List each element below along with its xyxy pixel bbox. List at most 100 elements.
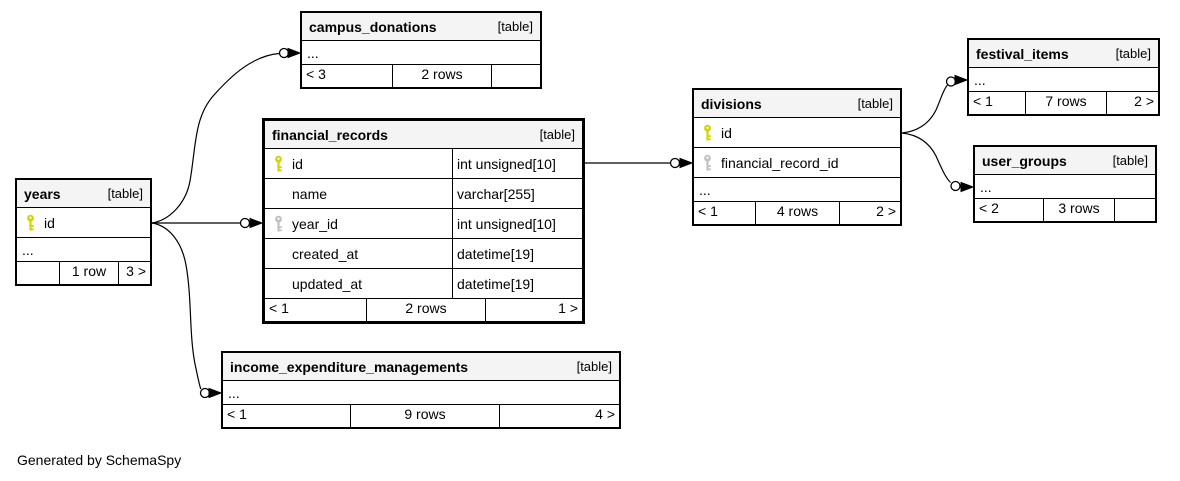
table-campus_donations[interactable]: campus_donations [table] ... < 3 2 rows <box>300 11 542 89</box>
zero-or-more-circle <box>199 387 211 399</box>
parents-count: < 1 <box>698 203 718 219</box>
column-name: name <box>292 185 328 202</box>
zero-or-more-circle <box>950 180 961 192</box>
table-badge: [table] <box>1112 153 1148 168</box>
arrowhead <box>249 217 264 229</box>
rows-count: 4 rows <box>755 202 840 224</box>
table-name: festival_items <box>976 45 1069 62</box>
table-header: years [table] <box>17 180 150 208</box>
column-row-id: id <box>694 118 900 148</box>
hidden-columns-ellipsis: ... <box>17 238 150 262</box>
hidden-columns-ellipsis: ... <box>223 381 619 405</box>
table-header: festival_items [table] <box>969 40 1158 68</box>
column-row-financial_record_id: financial_record_id <box>694 148 900 178</box>
table-header: financial_records [table] <box>265 121 582 149</box>
zero-or-more-circle <box>945 76 957 87</box>
column-name: financial_record_id <box>721 154 839 171</box>
children-count <box>1115 199 1155 221</box>
table-footer: 1 row 3 > <box>17 262 150 284</box>
foreign-key-icon <box>275 215 282 232</box>
column-row-updated_at: updated_at datetime[19] <box>265 269 582 299</box>
rows-count: 1 row <box>59 262 119 284</box>
foreign-key-icon <box>704 154 711 171</box>
table-badge: [table] <box>576 359 612 374</box>
parents-count: < 1 <box>973 93 993 109</box>
column-row-id: id <box>17 208 150 238</box>
table-badge: [table] <box>107 186 143 201</box>
zero-or-more-circle <box>278 47 290 59</box>
column-name: year_id <box>292 215 338 232</box>
relationship-years-financial_records <box>152 217 264 229</box>
zero-or-more-circle <box>239 217 251 229</box>
relationship-years-income_expenditure_managements <box>151 222 223 399</box>
relationship-divisions-festival_items <box>901 74 969 134</box>
table-years[interactable]: years [table] id ... 1 row 3 > <box>15 178 152 286</box>
parents-count: < 2 <box>979 200 999 216</box>
parents-count: < 3 <box>306 66 326 82</box>
arrowhead <box>208 387 223 399</box>
table-badge: [table] <box>497 19 533 34</box>
column-type: int unsigned[10] <box>452 149 582 178</box>
generated-by-note: Generated by SchemaSpy <box>17 452 182 468</box>
column-row-name: name varchar[255] <box>265 179 582 209</box>
table-divisions[interactable]: divisions [table] id financial_ <box>692 88 902 226</box>
rows-count: 9 rows <box>350 405 500 427</box>
table-footer: < 1 4 rows 2 > <box>694 202 900 224</box>
table-name: divisions <box>701 95 762 112</box>
children-count: 3 > <box>126 263 146 279</box>
rows-count: 2 rows <box>392 65 492 87</box>
column-name: id <box>292 155 303 172</box>
zero-or-more-circle <box>669 157 681 169</box>
column-row-year_id: year_id int unsigned[10] <box>265 209 582 239</box>
primary-key-icon <box>275 155 282 172</box>
table-badge: [table] <box>539 127 575 142</box>
column-type: datetime[19] <box>452 239 582 268</box>
rows-count: 3 rows <box>1043 199 1115 221</box>
table-name: income_expenditure_managements <box>230 358 469 375</box>
children-count <box>492 65 540 87</box>
parents-count <box>17 262 59 284</box>
hidden-columns-ellipsis: ... <box>975 175 1155 199</box>
children-count: 4 > <box>595 406 615 422</box>
table-header: user_groups [table] <box>975 147 1155 175</box>
arrowhead <box>960 181 975 193</box>
relationship-financial_records-divisions <box>585 157 694 169</box>
table-badge: [table] <box>857 96 893 111</box>
column-name: updated_at <box>292 275 363 292</box>
arrowhead <box>954 74 969 86</box>
table-name: financial_records <box>272 126 388 143</box>
table-footer: < 3 2 rows <box>302 65 540 87</box>
hidden-columns-ellipsis: ... <box>969 68 1158 92</box>
table-user_groups[interactable]: user_groups [table] ... < 2 3 rows <box>973 145 1157 223</box>
column-row-id: id int unsigned[10] <box>265 149 582 179</box>
parents-count: < 1 <box>269 300 289 316</box>
table-header: income_expenditure_managements [table] <box>223 353 619 381</box>
table-badge: [table] <box>1115 46 1151 61</box>
rows-count: 7 rows <box>1025 92 1107 114</box>
column-type: datetime[19] <box>452 269 582 298</box>
table-name: user_groups <box>982 152 1067 169</box>
table-footer: < 2 3 rows <box>975 199 1155 221</box>
table-financial_records[interactable]: financial_records [table] id int unsigne… <box>262 118 585 324</box>
children-count: 1 > <box>558 300 578 316</box>
arrowhead <box>287 47 302 59</box>
table-name: years <box>24 185 61 202</box>
table-income_expenditure_managements[interactable]: income_expenditure_managements [table] .… <box>221 351 621 429</box>
parents-count: < 1 <box>227 406 247 422</box>
hidden-columns-ellipsis: ... <box>694 178 900 202</box>
column-type: int unsigned[10] <box>452 209 582 238</box>
table-footer: < 1 7 rows 2 > <box>969 92 1158 114</box>
children-count: 2 > <box>876 203 896 219</box>
primary-key-icon <box>27 214 34 231</box>
table-footer: < 1 2 rows 1 > <box>265 299 582 321</box>
table-footer: < 1 9 rows 4 > <box>223 405 619 427</box>
table-header: campus_donations [table] <box>302 13 540 41</box>
children-count: 2 > <box>1134 93 1154 109</box>
column-name: id <box>44 214 55 231</box>
column-name: id <box>721 124 732 141</box>
table-name: campus_donations <box>309 18 437 35</box>
table-festival_items[interactable]: festival_items [table] ... < 1 7 rows 2 … <box>967 38 1160 116</box>
column-name: created_at <box>292 245 359 262</box>
hidden-columns-ellipsis: ... <box>302 41 540 65</box>
